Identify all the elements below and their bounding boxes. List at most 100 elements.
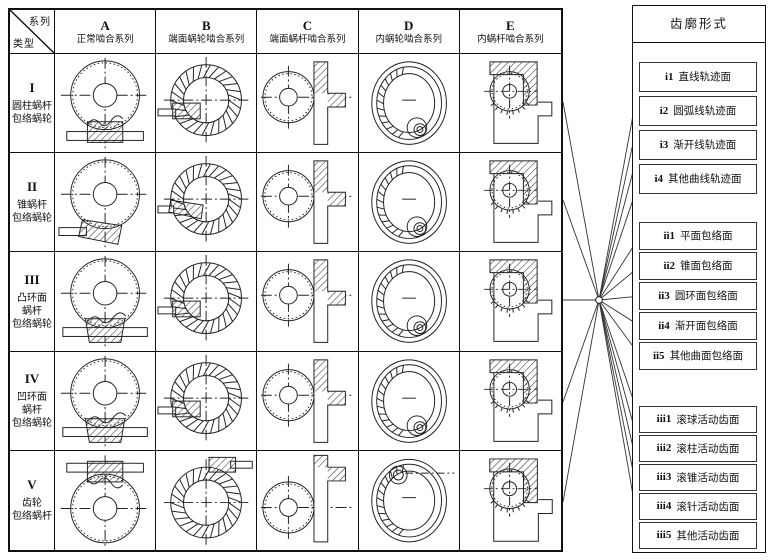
drawing-cell-A-V	[55, 450, 157, 550]
internal-ring-drawing	[370, 160, 447, 245]
column-letter: B	[201, 17, 211, 33]
profile-item-id: i3	[659, 138, 669, 151]
profile-item-id: ii5	[652, 349, 665, 362]
drawing-cell-E-I	[459, 54, 561, 154]
column-letter: E	[506, 17, 515, 33]
row-number: I	[29, 80, 35, 96]
profile-item-id: ii4	[658, 319, 670, 332]
ring-worm-drawing	[157, 156, 249, 243]
internal-housing-drawing	[483, 358, 553, 442]
row-label-line: 包络蜗轮	[12, 318, 52, 330]
row-label-line: 蜗杆	[22, 405, 42, 417]
wheel-worm-drawing	[58, 157, 150, 248]
drawing-cell-E-IV	[459, 352, 561, 451]
row-label-line: 包络蜗轮	[12, 418, 52, 430]
wheel-worm-drawing	[60, 455, 150, 546]
profile-item-label: 其他活动齿面	[676, 529, 740, 542]
drawing-cell-D-III	[358, 252, 460, 352]
profile-item-iii1: iii1 滚球活动齿面	[639, 405, 757, 433]
profile-item-label: 其他曲线轨迹面	[668, 173, 742, 185]
corner-header-cell: 系列 类型	[10, 10, 55, 54]
column-title: 内蜗轮啮合系列	[375, 33, 442, 45]
profile-item-ii5: ii5 其他曲面包络面	[639, 341, 757, 370]
ring-worm-drawing	[157, 354, 249, 441]
profile-item-id: i4	[654, 172, 664, 185]
column-letter: D	[404, 17, 414, 33]
drawing-cell-D-II	[358, 153, 460, 253]
row-label-line: 锥蜗杆	[17, 200, 47, 212]
profile-item-id: ii1	[663, 229, 676, 242]
profile-item-label: 渐开线轨迹面	[673, 139, 737, 151]
profile-item-ii4: ii4 渐开面包络面	[639, 311, 757, 340]
ring-worm-drawing	[164, 456, 253, 546]
profile-item-label: 滚柱活动齿面	[676, 442, 740, 455]
wheel-flange-drawing	[261, 61, 354, 145]
drawing-cell-C-I	[257, 54, 359, 154]
profile-item-label: 圆弧线轨迹面	[673, 105, 737, 117]
row-label-line: 包络蜗轮	[12, 114, 52, 126]
drawing-cell-C-V	[257, 450, 359, 550]
drawing-cell-A-IV	[55, 351, 157, 451]
profile-item-id: iii3	[656, 471, 672, 483]
drawing-cell-C-III	[257, 252, 359, 352]
profile-item-id: ii3	[658, 289, 670, 302]
profile-item-iii3: iii3 滚锥活动齿面	[639, 463, 757, 491]
row-label-line: 齿轮	[22, 498, 42, 510]
profile-item-id: iii1	[656, 413, 672, 425]
ring-worm-drawing	[157, 56, 249, 144]
column-letter: A	[100, 17, 110, 33]
profile-item-i3: i3 渐开线轨迹面	[639, 129, 757, 160]
profile-item-label: 其他曲面包络面	[669, 350, 744, 362]
drawing-cell-E-III	[459, 252, 561, 352]
drawing-cell-E-V	[460, 451, 561, 550]
internal-housing-drawing	[483, 458, 553, 542]
internal-ring-drawing	[370, 61, 447, 145]
internal-ring-drawing	[370, 458, 454, 543]
profile-item-label: 渐开面包络面	[674, 320, 738, 332]
profile-item-id: i1	[664, 70, 674, 83]
column-title: 端面蜗杆啮合系列	[269, 33, 346, 45]
wheel-worm-drawing	[60, 355, 150, 446]
profile-item-label: 锥面包络面	[680, 260, 733, 272]
drawing-cell-B-IV	[156, 351, 258, 451]
column-title: 正常啮合系列	[76, 33, 134, 45]
profile-item-i4: i4 其他曲线轨迹面	[639, 163, 757, 194]
row-header-I: I 圆柱蜗杆包络蜗轮	[10, 54, 55, 154]
drawing-cell-B-II	[156, 153, 258, 253]
row-number: II	[26, 179, 38, 195]
profile-item-id: iii5	[656, 529, 672, 541]
drawing-cell-C-IV	[257, 351, 359, 451]
drawing-cell-A-II	[55, 153, 157, 253]
profile-item-id: iii4	[656, 500, 672, 512]
panel-title: 齿廓形式	[633, 6, 765, 43]
drawing-cell-D-I	[358, 54, 460, 154]
profile-item-label: 滚锥活动齿面	[676, 471, 740, 484]
profile-item-label: 滚球活动齿面	[676, 413, 740, 426]
column-title: 内蜗杆啮合系列	[477, 33, 544, 45]
row-label-line: 蜗杆	[22, 305, 42, 317]
row-label-line: 圆柱蜗杆	[12, 101, 52, 113]
drawing-cell-A-III	[55, 252, 157, 352]
corner-diagonal	[10, 10, 54, 53]
profile-item-iii5: iii5 其他活动齿面	[639, 521, 757, 549]
wheel-flange-drawing	[261, 259, 354, 344]
profile-item-label: 滚针活动齿面	[676, 500, 740, 513]
drawing-cell-B-III	[156, 252, 258, 352]
internal-housing-drawing	[483, 61, 553, 144]
internal-ring-drawing	[370, 358, 447, 443]
wheel-flange-drawing	[261, 160, 354, 245]
row-label-line: 包络蜗杆	[12, 511, 52, 523]
